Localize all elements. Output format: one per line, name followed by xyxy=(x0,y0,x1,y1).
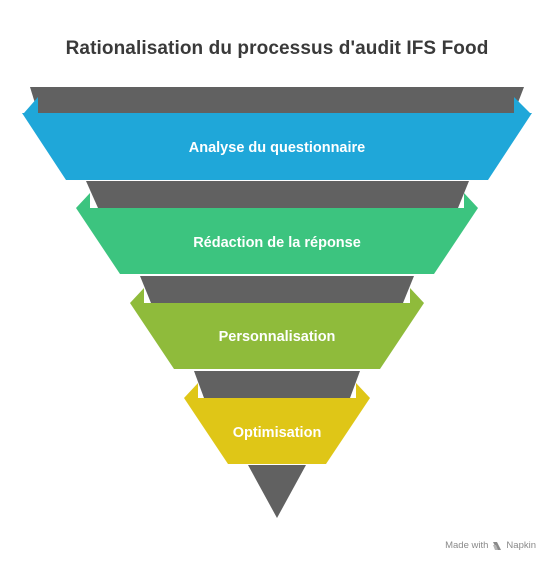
connector-band-4 xyxy=(194,371,360,398)
stage-label: Personnalisation xyxy=(219,329,336,345)
credit-prefix: Made with xyxy=(445,540,489,551)
stage-label: Rédaction de la réponse xyxy=(193,235,361,251)
funnel-stage-4: Optimisation xyxy=(184,383,370,464)
stage-label: Optimisation xyxy=(233,425,322,441)
diagram-title: Rationalisation du processus d'audit IFS… xyxy=(65,38,489,59)
funnel-stage-2: Rédaction de la réponse xyxy=(76,193,478,274)
napkin-logo-icon xyxy=(493,541,502,550)
stage-label: Analyse du questionnaire xyxy=(189,140,365,156)
credit-brand: Napkin xyxy=(506,540,536,551)
connector-band-3 xyxy=(140,276,414,303)
funnel-tip xyxy=(248,465,306,518)
connector-band-1 xyxy=(30,87,524,113)
connector-band-2 xyxy=(86,181,469,208)
napkin-credit[interactable]: Made with Napkin xyxy=(445,540,536,551)
funnel-stage-3: Personnalisation xyxy=(130,288,424,369)
funnel-stage-1: Analyse du questionnaire xyxy=(22,97,532,180)
